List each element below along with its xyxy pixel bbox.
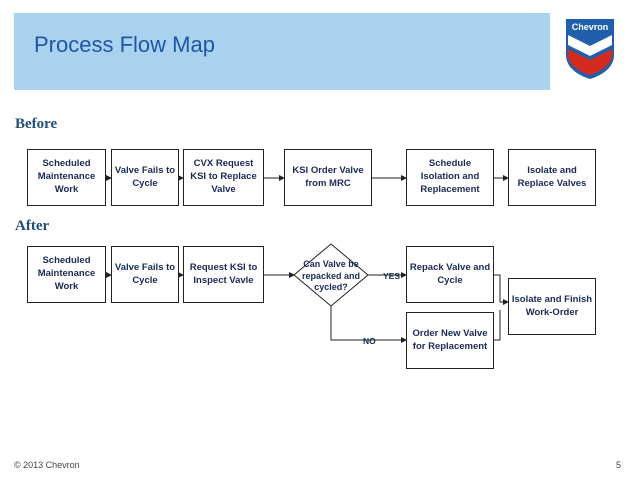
repack-step-text: Repack Valve and Cycle: [409, 261, 491, 286]
page-number: 5: [616, 460, 622, 470]
before-step-4-text: KSI Order Valve from MRC: [292, 164, 364, 189]
no-label: NO: [363, 336, 376, 346]
before-step-4: KSI Order Valve from MRC: [284, 149, 372, 206]
final-step: Isolate and Finish Work-Order: [508, 278, 596, 335]
after-step-2: Valve Fails to Cycle: [111, 246, 179, 303]
chevron-logo: Chevron: [566, 19, 614, 79]
after-label: After: [15, 218, 50, 234]
before-step-3: CVX Request KSI to Replace Valve: [183, 149, 264, 206]
page-title: Process Flow Map: [34, 32, 215, 57]
after-step-3: Request KSI to Inspect Vavle: [183, 246, 264, 303]
after-step-1-text: Scheduled Maintenance Work: [37, 255, 96, 292]
before-step-3-text: CVX Request KSI to Replace Valve: [190, 158, 257, 195]
after-step-3-text: Request KSI to Inspect Vavle: [189, 261, 258, 286]
before-step-1-text: Scheduled Maintenance Work: [37, 158, 96, 195]
repack-step: Repack Valve and Cycle: [406, 246, 494, 303]
final-step-text: Isolate and Finish Work-Order: [511, 293, 593, 318]
order-new-valve-step: Order New Valve for Replacement: [406, 312, 494, 369]
before-step-1: Scheduled Maintenance Work: [27, 149, 106, 206]
copyright: © 2013 Chevron: [14, 460, 80, 470]
after-step-1: Scheduled Maintenance Work: [27, 246, 106, 303]
order-new-valve-step-text: Order New Valve for Replacement: [412, 327, 488, 352]
decision-text: Can Valve be repacked and cycled?: [301, 259, 361, 293]
before-step-5-text: Schedule Isolation and Replacement: [420, 158, 480, 195]
before-step-5: Schedule Isolation and Replacement: [406, 149, 494, 206]
after-step-2-text: Valve Fails to Cycle: [114, 261, 176, 286]
header-banner: [14, 13, 550, 90]
before-label: Before: [15, 116, 58, 132]
before-step-2: Valve Fails to Cycle: [111, 149, 179, 206]
yes-label: YES: [383, 271, 401, 281]
before-step-6-text: Isolate and Replace Valves: [517, 164, 587, 189]
before-step-2-text: Valve Fails to Cycle: [114, 164, 176, 189]
before-step-6: Isolate and Replace Valves: [508, 149, 596, 206]
svg-text:Chevron: Chevron: [572, 22, 609, 32]
